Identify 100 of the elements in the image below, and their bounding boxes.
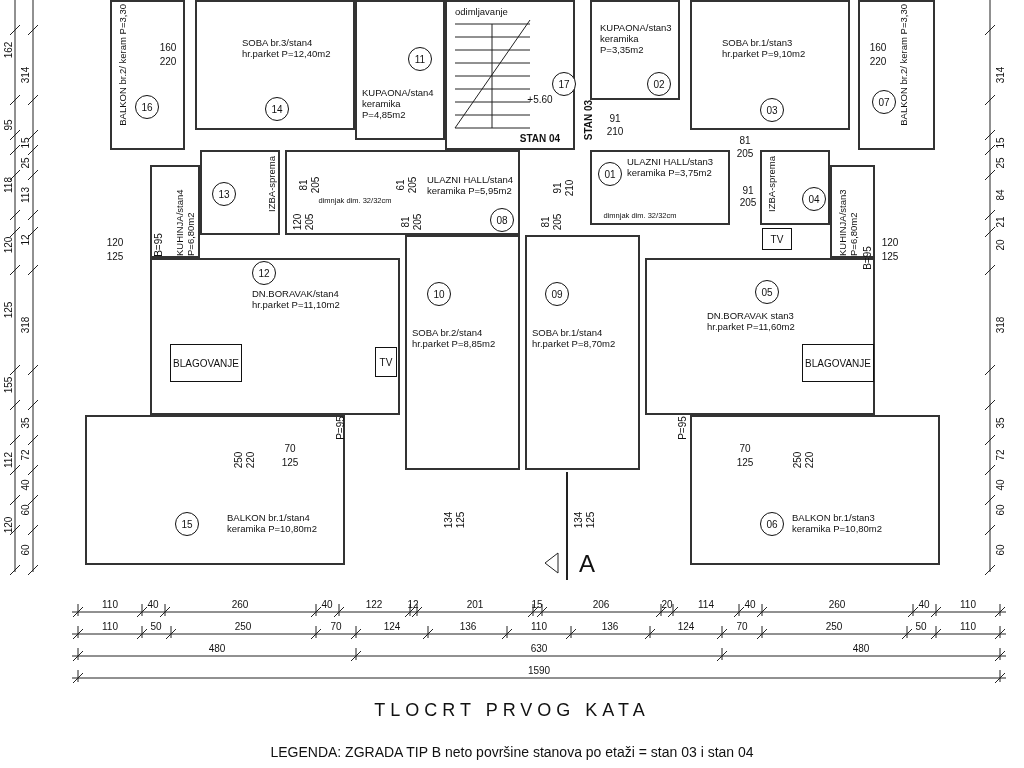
room-label: odimljavanje [455,6,509,17]
dimension-label: 125 [736,456,754,468]
room-label: SOBA br.1/stan3 hr.parket P=9,10m2 [722,37,807,59]
room-label: SOBA br.1/stan4 hr.parket P=8,70m2 [532,327,617,349]
room-label: DN.BORAVAK/stan4 hr.parket P=11,10m2 [252,288,341,310]
dimension-label: 125 [281,456,299,468]
dimension-label: 318 [19,316,31,334]
dimension-label: 210 [606,125,624,137]
dimension-label: 205 [551,213,563,231]
dimension-label: 125 [584,511,596,529]
dimension-label: 110 [531,620,547,632]
dimension-label: 480 [852,642,870,654]
plan-title: TLOCRT PRVOG KATA [373,700,651,721]
dimension-label: 15 [19,137,31,149]
dimension-label: 162 [2,41,14,59]
dimension-label: 205 [736,147,754,159]
dimension-label: 250 [232,451,244,469]
legend-note: LEGENDA: ZGRADA TIP B neto površine stanova po etaži = stan 03 i stan 04 [270,746,754,758]
dimension-label: 25 [19,157,31,169]
room-area [200,150,280,235]
room-label: KUHINJA/stan4 P=6,80m2 [174,188,196,256]
apartment-label: STAN 04 [519,132,561,144]
room-number: 10 [427,282,451,306]
room-label: SOBA br.3/stan4 hr.parket P=12,40m2 [242,37,332,59]
room-label: BALKON br.1/stan3 keramika P=10,80m2 [792,512,884,534]
dimension-label: 206 [592,598,610,610]
dimension-label: 72 [19,449,31,461]
room-area [690,415,940,565]
dimension-label: 160 [869,41,887,53]
dimension-label: 205 [309,176,321,194]
room-area [590,150,730,225]
room-label: ULAZNI HALL/stan4 keramika P=5,95m2 [427,174,515,196]
dimension-label: 250 [234,620,252,632]
dimension-label: 201 [466,598,484,610]
dimension-label: 118 [2,177,14,193]
dimension-label: 125 [454,511,466,529]
room-area [150,258,400,415]
dimension-label: 81 [399,216,411,228]
dimension-label: 220 [803,451,815,469]
dimension-label: 70 [739,442,751,454]
room-number: 13 [212,182,236,206]
room-number: 02 [647,72,671,96]
dimension-label: 205 [411,213,423,231]
room-number: 06 [760,512,784,536]
dimension-label: 314 [994,66,1006,84]
room-area [858,0,935,150]
dimension-label: 91 [551,182,563,194]
room-area [690,0,850,130]
dimension-label: 125 [2,301,14,319]
room-label: KUHINJA/stan3 P=6,80m2 [837,188,859,256]
dimension-label: 15 [994,137,1006,149]
dimension-label: B=95 [152,233,164,257]
dimension-label: 20 [994,239,1006,251]
room-area [760,150,830,225]
room-number: 11 [408,47,432,71]
dimension-label: 60 [994,504,1006,516]
dimension-label: 81 [297,179,309,191]
room-label: KUPAONA/stan3 keramika P=3,35m2 [600,22,673,55]
dimension-label: P=95 [676,416,688,440]
dimension-label: 70 [284,442,296,454]
room-area [590,0,680,100]
room-label: SOBA br.2/stan4 hr.parket P=8,85m2 [412,327,497,349]
room-label: BALKON br.2/ keram P=3,30 [117,4,128,126]
dimension-label: 15 [531,598,543,610]
dimension-label: 91 [742,184,754,196]
dimension-label: 70 [736,620,748,632]
dimension-label: 220 [869,55,887,67]
dimension-label: 25 [994,157,1006,169]
room-number: 15 [175,512,199,536]
tv-unit: TV [375,347,397,377]
room-number: 04 [802,187,826,211]
dimension-label: 480 [208,642,226,654]
dimension-label: 205 [406,176,418,194]
dimension-label: 112 [2,452,14,468]
room-label: ULAZNI HALL/stan3 keramika P=3,75m2 [627,156,715,178]
room-number: 07 [872,90,896,114]
dimension-label: 72 [994,449,1006,461]
dimension-label: 113 [19,187,31,203]
apartment-label: STAN 03 [582,99,594,141]
dimension-label: 61 [394,179,406,191]
dimension-label: 160 [159,41,177,53]
dimension-label: 136 [459,620,477,632]
dimension-label: 220 [159,55,177,67]
room-area [525,235,640,470]
room-label: IZBA-sprema [766,156,777,212]
dimension-label: 1590 [527,664,551,676]
dimension-label: 40 [994,479,1006,491]
dimension-label: 124 [677,620,695,632]
dimension-label: 12 [407,598,419,610]
dimension-label: 21 [994,216,1006,228]
room-label: BALKON br.1/stan4 keramika P=10,80m2 [227,512,319,534]
dimension-label: 35 [994,417,1006,429]
dimension-label: 70 [330,620,342,632]
room-number: 03 [760,98,784,122]
dimension-label: 110 [960,620,976,632]
level-mark: +5.60 [527,93,553,105]
room-area [405,235,520,470]
room-number: 08 [490,208,514,232]
dimension-label: 95 [2,119,14,131]
dimension-label: 110 [102,598,118,610]
